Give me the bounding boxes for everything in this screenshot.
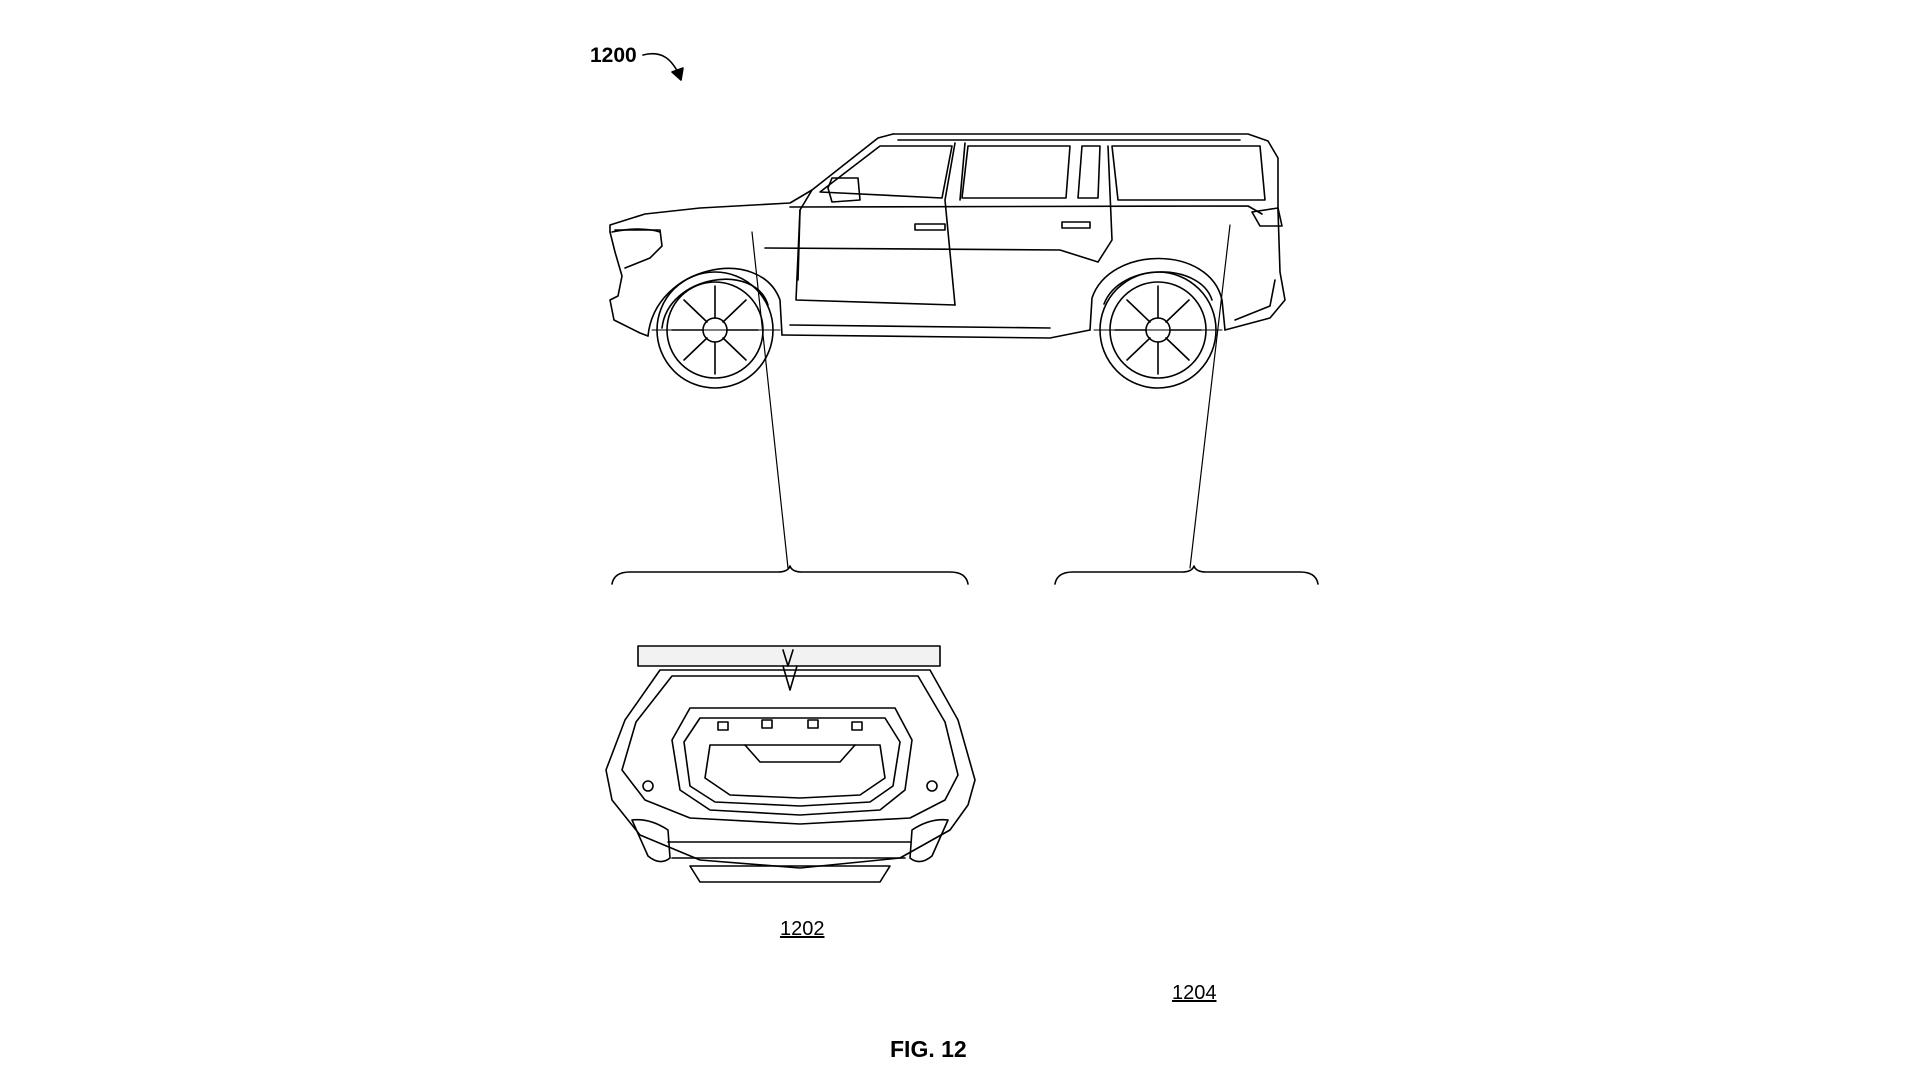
frunk-view: [606, 646, 975, 882]
vehicle-side-view: [610, 134, 1285, 388]
view-bracket-cargo: [1055, 566, 1318, 584]
figure-reference-numeral: 1200: [590, 44, 637, 67]
frunk-view-label: 1202: [780, 918, 825, 940]
figure-caption: FIG. 12: [890, 1036, 967, 1062]
lead-lines: [752, 225, 1230, 568]
reference-arrow: [643, 54, 683, 80]
view-bracket-frunk: [612, 566, 968, 584]
cargo-view-label: 1204: [1172, 982, 1217, 1004]
